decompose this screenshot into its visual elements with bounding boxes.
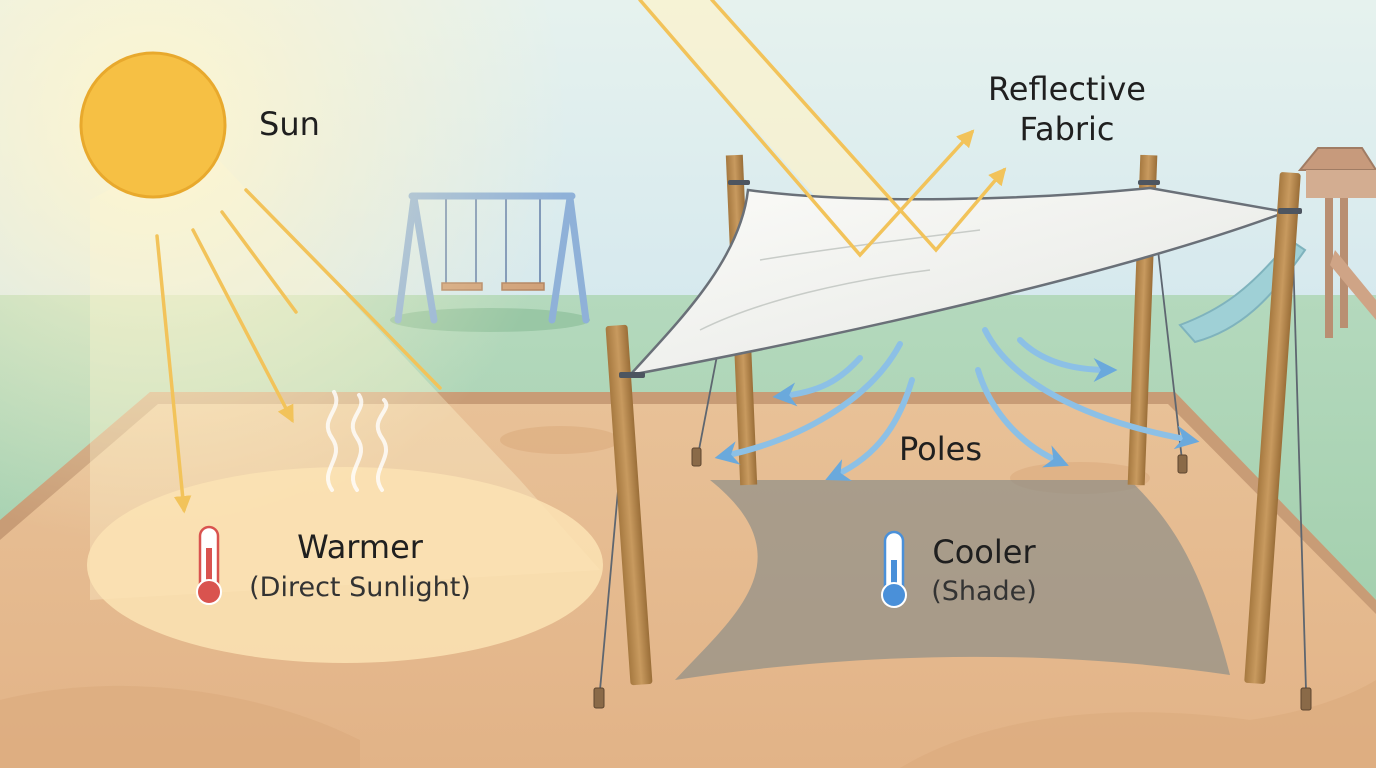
reflective-fabric: [626, 186, 1291, 377]
warmer-label: Warmer: [297, 528, 424, 566]
sun-icon: [79, 51, 227, 199]
sun-rays: [155, 188, 442, 514]
cooler-label: Cooler: [932, 533, 1036, 571]
cooler-sublabel: (Shade): [931, 576, 1037, 607]
airflow-arrows: [714, 327, 1200, 481]
sun-label: Sun: [259, 105, 320, 143]
pole-front-right: [1244, 172, 1301, 684]
reflective-fabric-label: Reflective: [988, 70, 1146, 108]
stakes: [593, 447, 1312, 711]
poles-label: Poles: [899, 430, 982, 468]
warmer-sublabel: (Direct Sunlight): [249, 572, 471, 603]
warm-sunlight-zone: [87, 467, 603, 663]
heat-waves-icon: [325, 390, 389, 492]
shade-zone: [675, 480, 1230, 680]
thermometer-warm-icon: [196, 525, 222, 605]
thermometer-cool-icon: [881, 530, 907, 608]
reflective-fabric-label-line2: Fabric: [1019, 110, 1114, 148]
reflection-arrows: [638, 0, 1007, 258]
incoming-sunbeam: [640, 0, 940, 258]
pole-front-left: [605, 324, 653, 686]
